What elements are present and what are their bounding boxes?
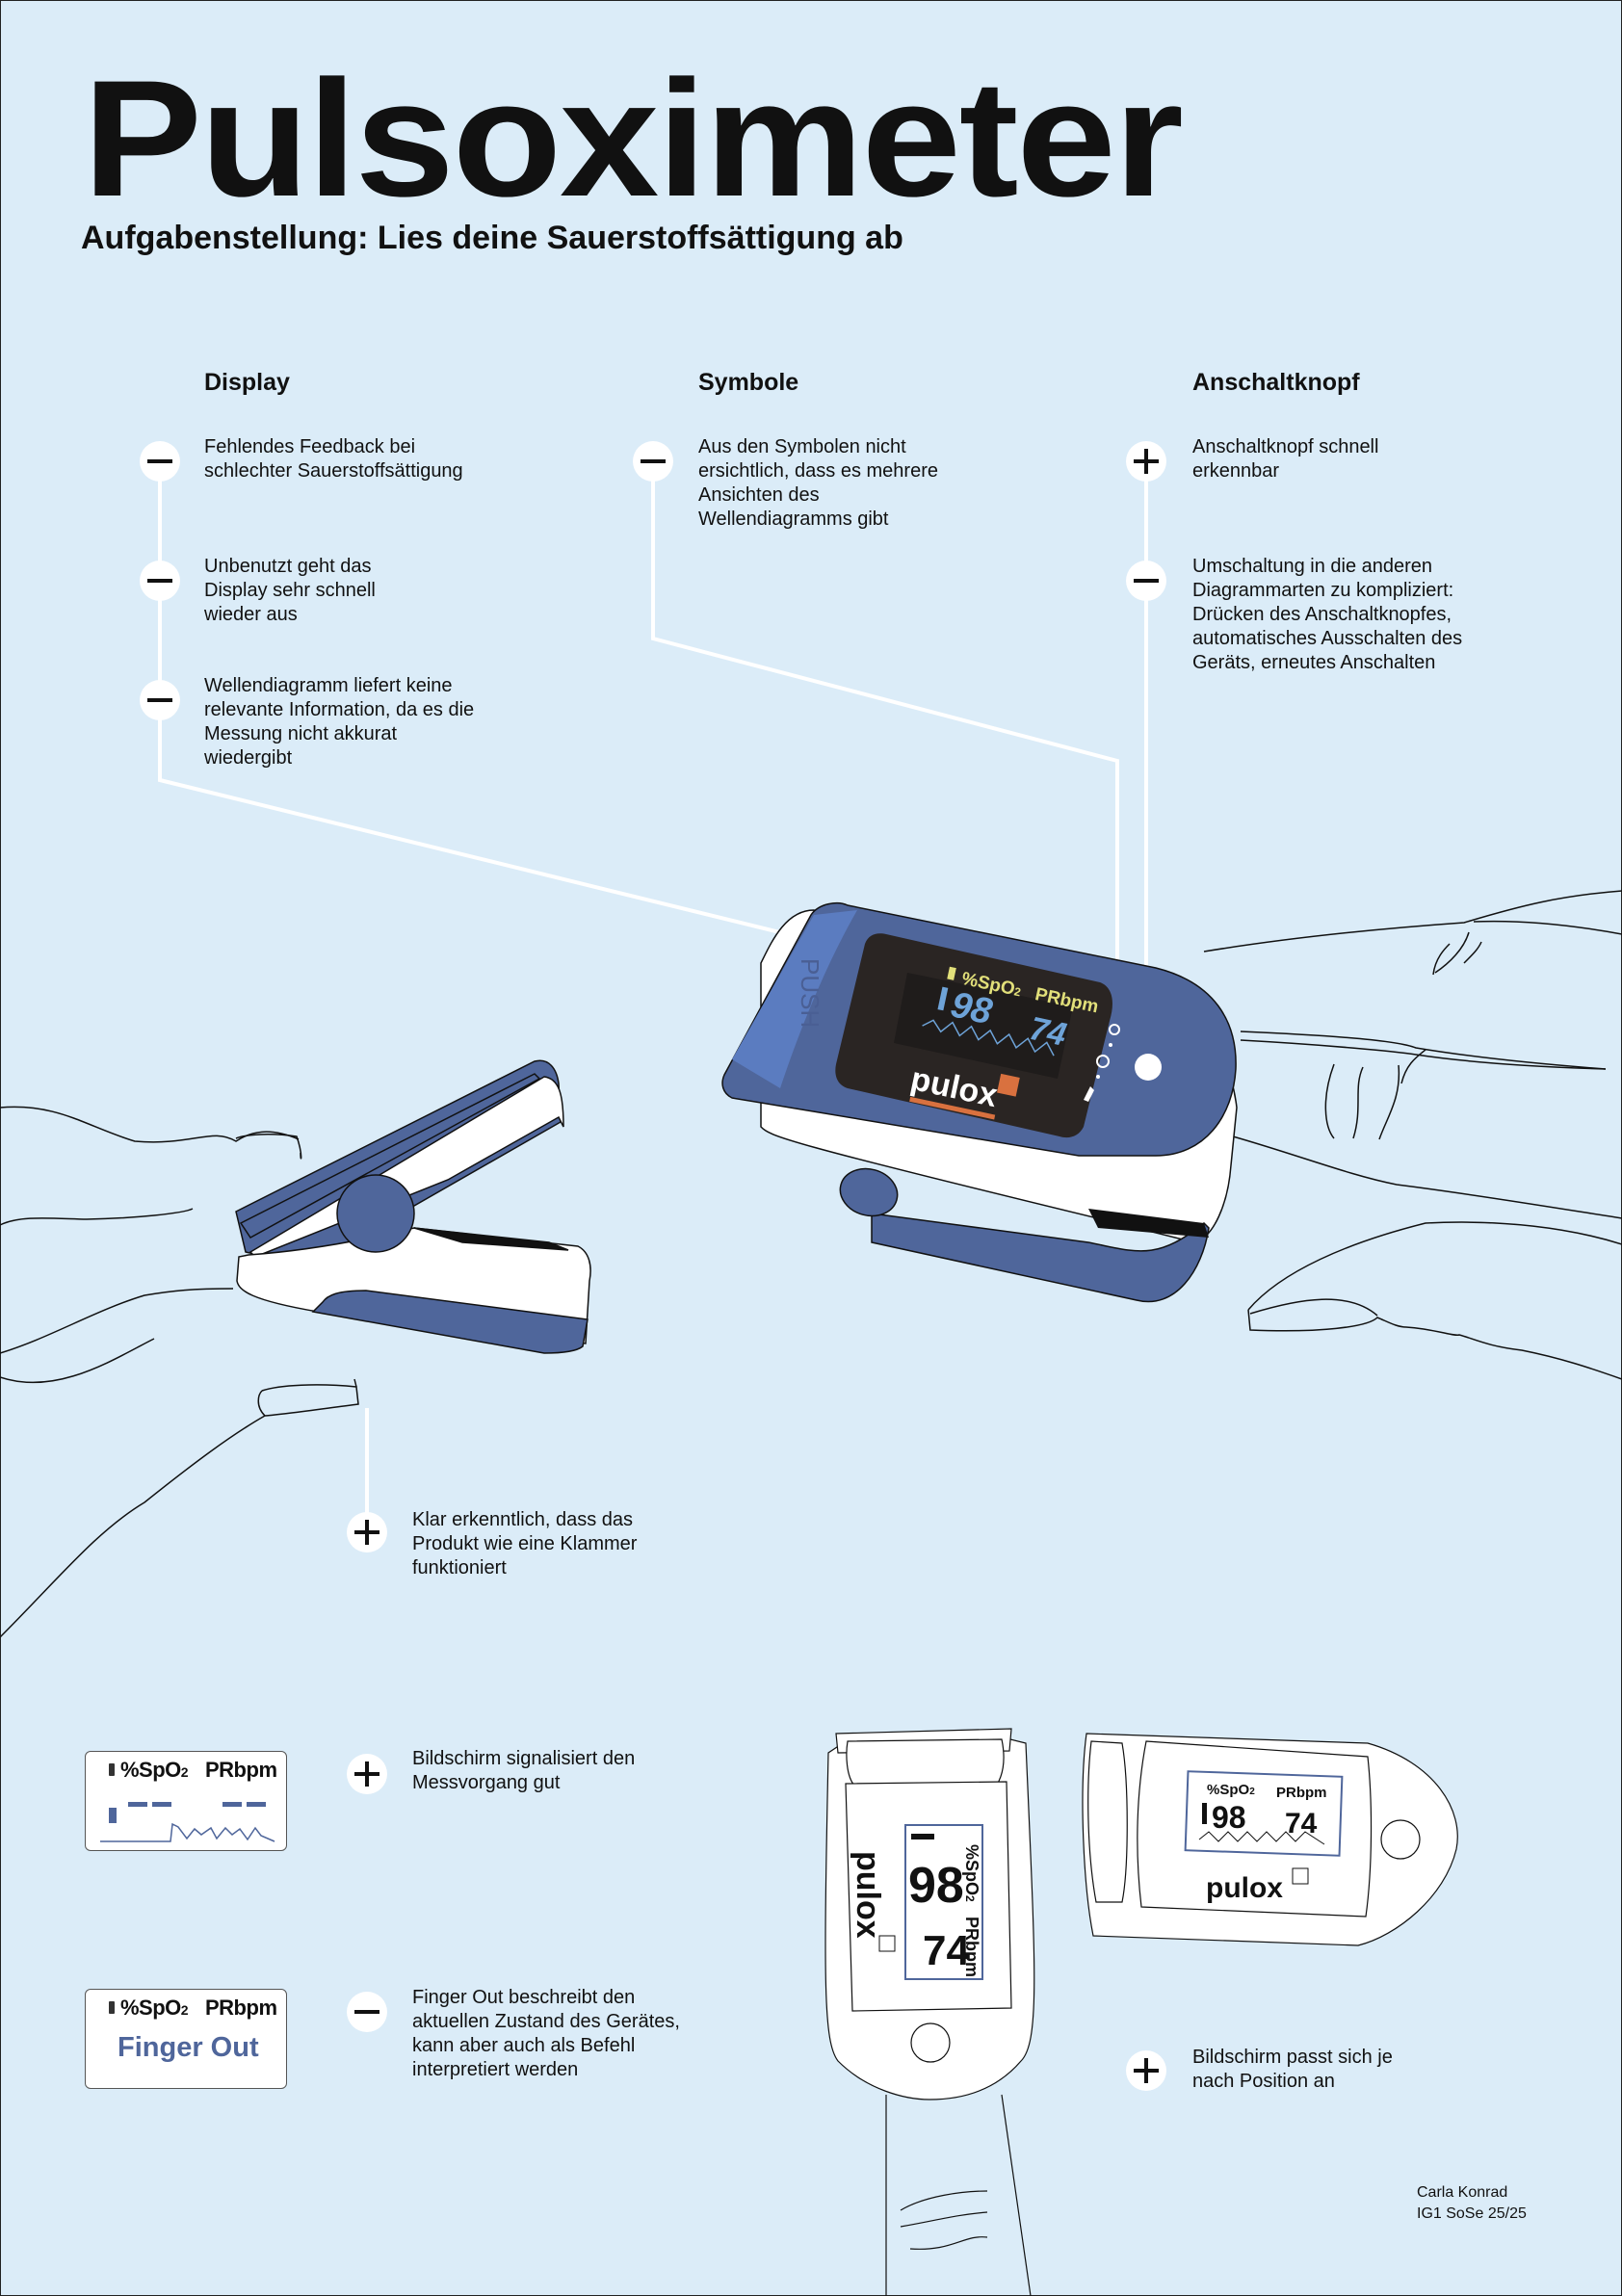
plus-icon xyxy=(1126,441,1166,482)
svg-text:98: 98 xyxy=(908,1858,964,1914)
screen-measuring: %SpO2 PRbpm xyxy=(85,1751,287,1851)
column-heading-display: Display xyxy=(204,369,290,396)
note-symbole-1: Aus den Symbolen nicht ersichtlich, dass… xyxy=(698,436,938,530)
note-display-3: Wellendiagramm liefert keine relevante I… xyxy=(204,675,475,769)
connector-symbole xyxy=(651,462,1119,1009)
battery-icon xyxy=(109,2001,115,2014)
spo2-sub: 2 xyxy=(180,2002,189,2018)
spo2-label: %SpO xyxy=(120,1996,181,2020)
pr-label: PRbpm xyxy=(205,1758,277,1782)
device-portrait-outline xyxy=(824,1728,1035,2296)
svg-text:PRbpm: PRbpm xyxy=(962,1917,981,1977)
right-hand-outline xyxy=(1203,890,1622,1380)
spo2-dash xyxy=(128,1802,147,1807)
note-measuring-screen: Bildschirm signalisiert den Messvorgang … xyxy=(412,1748,636,1793)
svg-text:98: 98 xyxy=(947,984,996,1032)
note-anschaltknopf-2: Umschaltung in die anderen Diagrammarten… xyxy=(1192,556,1463,673)
pleth-wave xyxy=(100,1822,275,1842)
svg-text:%SpO2: %SpO2 xyxy=(1207,1782,1255,1798)
svg-text:74: 74 xyxy=(923,1927,970,1974)
device-side-view xyxy=(235,1059,591,1354)
power-button-marker[interactable] xyxy=(1135,1054,1162,1081)
pr-dash xyxy=(222,1802,242,1807)
minus-icon xyxy=(140,680,180,720)
plus-icon xyxy=(347,1512,387,1552)
left-hand-outline xyxy=(0,1106,359,1638)
battery-icon xyxy=(109,1763,115,1776)
page-subtitle: Aufgabenstellung: Lies deine Sauerstoffs… xyxy=(81,220,903,256)
column-heading-anschaltknopf: Anschaltknopf xyxy=(1192,369,1360,396)
svg-text:74: 74 xyxy=(1285,1808,1318,1839)
note-anschaltknopf-1: Anschaltknopf schnell erkennbar xyxy=(1192,436,1379,482)
device-landscape-outline xyxy=(1082,1733,1458,1946)
rotate-icon xyxy=(1109,1024,1120,1035)
note-finger-out: Finger Out beschreibt den aktuellen Zust… xyxy=(412,1987,680,2080)
screen-finger-out: %SpO2 PRbpm Finger Out xyxy=(85,1989,287,2089)
svg-text:pulox: pulox xyxy=(1206,1872,1283,1904)
plus-icon xyxy=(1126,2050,1166,2091)
note-display-1: Fehlendes Feedback bei schlechter Sauers… xyxy=(204,436,463,482)
battery-icon xyxy=(947,966,956,980)
device-main-view: PUSH %SpO2 PRbpm 98 74 pulox xyxy=(721,902,1238,1303)
signal-bar xyxy=(109,1808,117,1823)
svg-text:PRbpm: PRbpm xyxy=(1276,1785,1327,1801)
course-label: IG1 SoSe 25/25 xyxy=(1417,2205,1527,2222)
landscape-screen-readout: %SpO2 PRbpm 98 74 pulox xyxy=(1198,1782,1327,1904)
svg-text:74: 74 xyxy=(1027,1010,1070,1054)
minus-icon xyxy=(633,441,673,482)
minus-icon xyxy=(140,561,180,601)
push-label: PUSH xyxy=(796,958,824,1028)
portrait-screen-readout: 98 74 %SpO2 PRbpm pulox xyxy=(850,1834,981,1977)
power-icon xyxy=(1096,1055,1110,1068)
spo2-label: %SpO xyxy=(120,1758,181,1782)
page-title: Pulsoximeter xyxy=(83,46,1184,231)
minus-icon xyxy=(140,441,180,482)
minus-icon xyxy=(347,1992,387,2032)
credit: Carla Konrad IG1 SoSe 25/25 xyxy=(1417,2182,1527,2225)
note-adaptive-screen: Bildschirm passt sich je nach Position a… xyxy=(1192,2047,1393,2092)
svg-text:pulox: pulox xyxy=(850,1851,886,1939)
plus-icon xyxy=(347,1754,387,1794)
finger-out-message: Finger Out xyxy=(118,2032,259,2063)
pr-label: PRbpm xyxy=(205,1996,277,2020)
spo2-sub: 2 xyxy=(180,1764,189,1780)
note-clip: Klar erkenntlich, dass das Produkt wie e… xyxy=(412,1509,638,1578)
brightness-icon xyxy=(1084,1086,1094,1102)
note-display-2: Unbenutzt geht das Display sehr schnell … xyxy=(204,556,376,625)
column-heading-symbole: Symbole xyxy=(698,369,799,396)
minus-icon xyxy=(1126,561,1166,601)
svg-text:98: 98 xyxy=(1212,1800,1246,1835)
svg-text:%SpO2: %SpO2 xyxy=(962,1844,981,1902)
author-name: Carla Konrad xyxy=(1417,2184,1508,2201)
